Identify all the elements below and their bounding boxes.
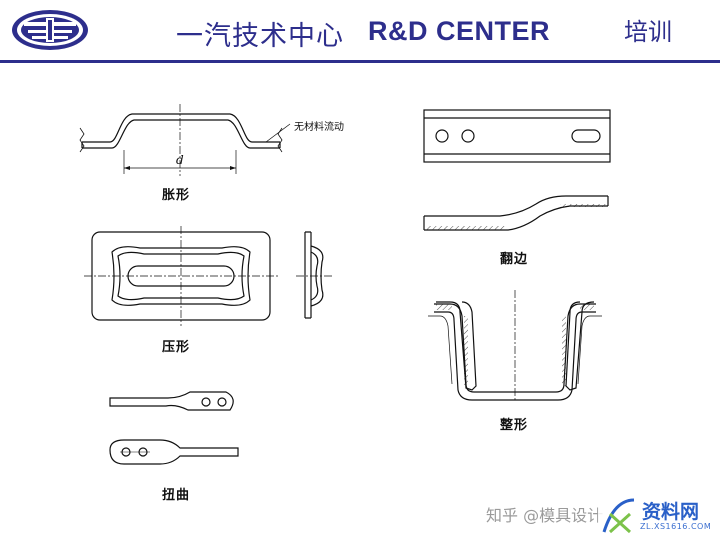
bulging-note: 无材料流动 [294, 122, 344, 133]
embossing-diagram [84, 226, 332, 326]
header-title-english: R&D CENTER [368, 16, 551, 46]
slide-header: 一汽技术中心 R&D CENTER 培训 [0, 0, 720, 63]
header-title-chinese: 一汽技术中心 [176, 21, 344, 52]
sizing-caption: 整形 [500, 418, 529, 433]
bulging-diagram [79, 104, 291, 176]
section-label: 培训 [624, 18, 672, 46]
flanging-caption: 翻边 [500, 252, 529, 267]
dimension-label: d [176, 153, 184, 167]
badge-url: ZL.XS1616.COM [640, 522, 712, 531]
twisting-diagram [109, 391, 239, 465]
bulging-caption: 胀形 [162, 188, 191, 203]
embossing-caption: 压形 [162, 340, 191, 355]
faw-logo-icon [12, 10, 88, 50]
watermark-text: 知乎 @模具设计 [486, 506, 604, 525]
twisting-caption: 扭曲 [162, 488, 191, 503]
flanging-diagram [423, 109, 611, 231]
site-badge-icon [598, 494, 714, 536]
badge-text: 资料网 [642, 501, 700, 523]
header-divider [0, 60, 720, 63]
sizing-diagram [428, 290, 602, 401]
